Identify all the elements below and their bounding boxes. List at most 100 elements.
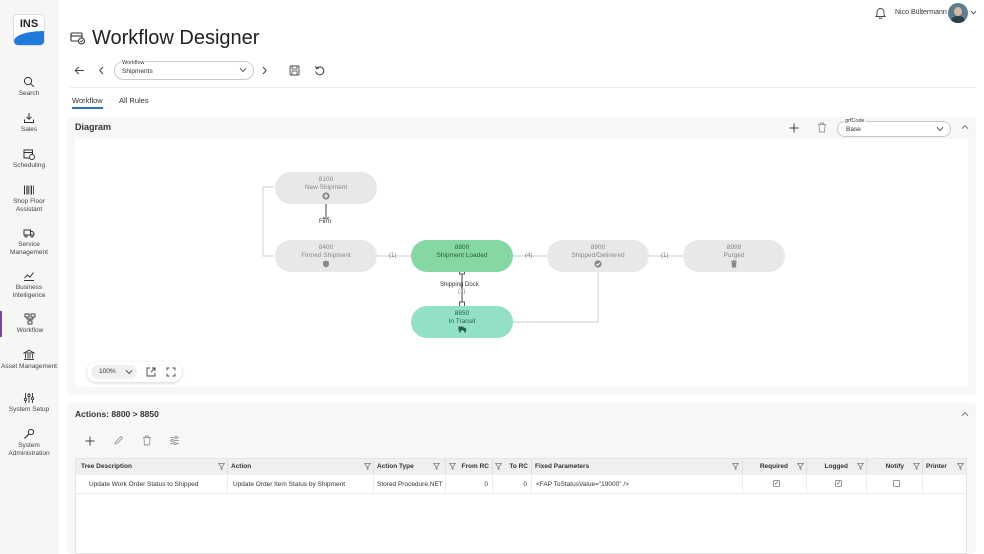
filter-icon[interactable] — [857, 463, 864, 470]
column-label: Required — [759, 463, 788, 470]
sidebar-item-system-setup[interactable]: System Setup — [0, 392, 58, 414]
trash-icon — [731, 260, 737, 268]
bell-icon[interactable] — [875, 7, 886, 19]
node-code: 8100 — [318, 176, 334, 183]
filter-icon[interactable] — [449, 463, 456, 470]
cell-fixed-parameters: <FAP ToStatusValue="19000" /> — [532, 476, 743, 493]
wrench-icon — [24, 428, 35, 439]
trash-icon[interactable] — [817, 122, 827, 133]
export-icon[interactable] — [146, 367, 156, 377]
chevron-right-icon[interactable] — [261, 66, 268, 75]
workflow-select-label: Workflow — [121, 60, 146, 66]
chevron-up-icon[interactable] — [961, 411, 969, 417]
sidebar-item-search[interactable]: Search — [0, 76, 58, 98]
edge-label-shipping-dock[interactable]: Shipping Dock — [440, 282, 479, 288]
add-icon[interactable] — [789, 123, 799, 133]
workflow-node-8999[interactable]: 8999 Purged — [683, 240, 785, 272]
sidebar-item-workflow[interactable]: Workflow — [0, 311, 58, 337]
active-tab-indicator — [72, 107, 103, 109]
chevron-down-icon — [125, 369, 133, 375]
workflow-node-8800[interactable]: 8800 Shipment Loaded — [411, 240, 513, 272]
grfcode-select[interactable]: grfCode Base — [837, 118, 951, 137]
column-header-to-rc[interactable]: To RC — [493, 459, 532, 475]
node-code: 8900 — [590, 244, 606, 251]
barcode-icon — [24, 185, 34, 195]
notify-checkbox[interactable] — [893, 480, 900, 487]
column-label: Notify — [885, 463, 904, 470]
fullscreen-icon[interactable] — [166, 367, 176, 377]
edge-label-firm[interactable]: Firm — [319, 219, 331, 225]
workflow-node-8850[interactable]: 8850 In Transit — [411, 306, 513, 338]
column-header-action-type[interactable]: Action Type — [374, 459, 446, 475]
zoom-value: 100% — [99, 368, 116, 375]
sidebar-item-service[interactable]: Service Management — [0, 227, 58, 256]
chevron-up-icon[interactable] — [961, 124, 969, 130]
filter-icon[interactable] — [732, 463, 739, 470]
trash-icon[interactable] — [142, 435, 152, 446]
sidebar-item-label: System Administration — [8, 442, 50, 457]
column-header-required[interactable]: Required — [743, 459, 807, 475]
avatar-face — [954, 7, 962, 16]
save-icon[interactable] — [289, 65, 300, 76]
sliders-icon[interactable] — [169, 435, 180, 446]
logged-checkbox[interactable]: ✓ — [835, 480, 842, 487]
tab-workflow[interactable]: Workflow — [72, 96, 103, 105]
workflow-node-8900[interactable]: 8900 Shipped/Delivered — [547, 240, 649, 272]
sidebar-item-label: Asset Management — [0, 363, 57, 370]
column-header-printer[interactable]: Printer — [923, 459, 967, 475]
shield-icon — [323, 260, 329, 268]
diagram-canvas[interactable]: 8100 New Shipment 8400 Firmed Shipment 8… — [75, 139, 968, 387]
chevron-down-icon[interactable] — [970, 10, 977, 15]
filter-icon[interactable] — [433, 463, 440, 470]
sidebar-item-label: System Setup — [8, 406, 50, 413]
sidebar: INS Search Sales Scheduling Shop Floor A… — [0, 0, 58, 554]
chevron-left-icon[interactable] — [98, 66, 105, 75]
page-title: Workflow Designer — [92, 27, 260, 49]
app-logo[interactable]: INS — [13, 14, 45, 46]
column-label: Printer — [926, 463, 947, 470]
workflow-select-value: Shipments — [122, 68, 153, 75]
filter-icon[interactable] — [913, 463, 920, 470]
required-checkbox[interactable]: ✓ — [773, 480, 780, 487]
workflow-node-8100[interactable]: 8100 New Shipment — [275, 172, 377, 204]
back-arrow-icon[interactable] — [74, 66, 85, 75]
column-label: Tree Description — [81, 463, 132, 470]
workflow-node-8400[interactable]: 8400 Firmed Shipment — [275, 240, 377, 272]
sidebar-item-shop-floor[interactable]: Shop Floor Assistant — [0, 184, 58, 213]
workflow-select[interactable]: Workflow Shipments — [114, 60, 254, 80]
cell-required — [743, 476, 807, 493]
undo-icon[interactable] — [314, 65, 325, 76]
column-header-notify[interactable]: Notify — [867, 459, 923, 475]
sliders-icon — [23, 393, 35, 403]
column-header-tree-description[interactable]: Tree Description — [76, 459, 228, 475]
bank-icon — [23, 349, 35, 360]
column-header-logged[interactable]: Logged — [807, 459, 867, 475]
user-name[interactable]: Nico Bültermann — [895, 9, 947, 16]
tab-all-rules[interactable]: All Rules — [119, 96, 149, 105]
grfcode-label: grfCode — [844, 118, 866, 124]
filter-icon[interactable] — [957, 463, 964, 470]
actions-table: Tree Description Action Action Type From… — [75, 458, 967, 554]
filter-icon[interactable] — [364, 463, 371, 470]
add-icon[interactable] — [85, 436, 95, 446]
edit-icon[interactable] — [113, 435, 124, 446]
filter-icon[interactable] — [218, 463, 225, 470]
filter-icon[interactable] — [495, 463, 502, 470]
column-header-action[interactable]: Action — [228, 459, 374, 475]
sidebar-item-label: Shop Floor Assistant — [13, 198, 45, 213]
column-header-fixed-parameters[interactable]: Fixed Parameters — [532, 459, 743, 475]
column-header-from-rc[interactable]: From RC — [446, 459, 493, 475]
zoom-select[interactable]: 100% — [91, 365, 137, 379]
avatar[interactable] — [948, 3, 968, 23]
sidebar-item-sales[interactable]: Sales — [0, 112, 58, 134]
sidebar-item-bi[interactable]: Business Intelligence — [0, 270, 58, 299]
sidebar-item-asset[interactable]: Asset Management — [0, 349, 58, 371]
filter-icon[interactable] — [797, 463, 804, 470]
sidebar-item-system-admin[interactable]: System Administration — [0, 428, 58, 457]
sidebar-item-scheduling[interactable]: Scheduling — [0, 148, 58, 170]
column-label: From RC — [461, 463, 489, 470]
sidebar-item-label: Service Management — [10, 241, 48, 256]
cell-to-rc: 0 — [493, 476, 532, 493]
node-name: Shipped/Delivered — [571, 251, 625, 259]
header-divider — [70, 87, 976, 88]
